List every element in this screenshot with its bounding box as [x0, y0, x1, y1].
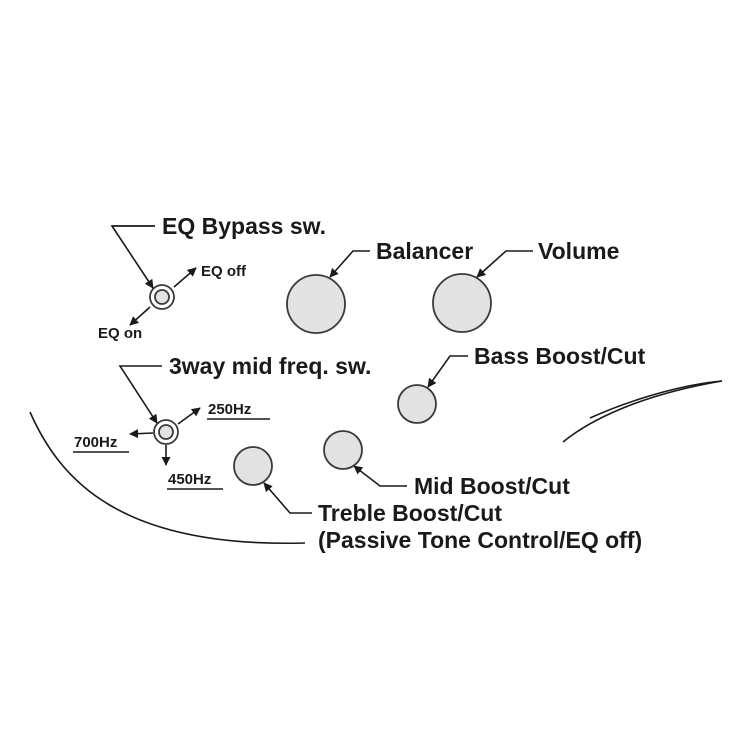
eq-bypass-leader [110, 225, 155, 289]
mid-freq-switch-label: 3way mid freq. sw. [169, 353, 371, 379]
balancer-knob[interactable] [286, 274, 346, 334]
freq-450-label: 450Hz [168, 471, 211, 488]
body-outline-curve [29, 380, 723, 544]
mid-leader [353, 465, 407, 487]
eq-off-label: EQ off [201, 263, 247, 280]
body-outline-upper [562, 380, 723, 443]
balancer-leader [329, 250, 370, 278]
freq-250-arrow [177, 407, 201, 425]
eq-bypass-label: EQ Bypass sw. [162, 213, 326, 239]
freq-250-label: 250Hz [208, 401, 251, 418]
mid-freq-leader [118, 365, 162, 424]
mid-knob[interactable] [323, 430, 363, 470]
volume-leader [476, 250, 533, 278]
mid-label: Mid Boost/Cut [414, 473, 570, 499]
bass-leader [427, 355, 468, 388]
treble-note-label: (Passive Tone Control/EQ off) [318, 527, 642, 553]
eq-on-label: EQ on [98, 325, 142, 342]
mid-freq-switch[interactable] [153, 419, 179, 445]
eq-bypass-switch[interactable] [149, 284, 175, 310]
volume-label: Volume [538, 238, 619, 264]
treble-knob[interactable] [233, 446, 273, 486]
treble-leader [263, 482, 312, 514]
freq-700-arrow [129, 429, 154, 439]
volume-knob[interactable] [432, 273, 492, 333]
balancer-label: Balancer [376, 238, 473, 264]
eq-off-arrow [173, 267, 197, 288]
eq-on-arrow [129, 306, 151, 326]
freq-700-label: 700Hz [74, 434, 117, 451]
bass-label: Bass Boost/Cut [474, 343, 646, 369]
bass-knob[interactable] [397, 384, 437, 424]
treble-label: Treble Boost/Cut [318, 500, 502, 526]
